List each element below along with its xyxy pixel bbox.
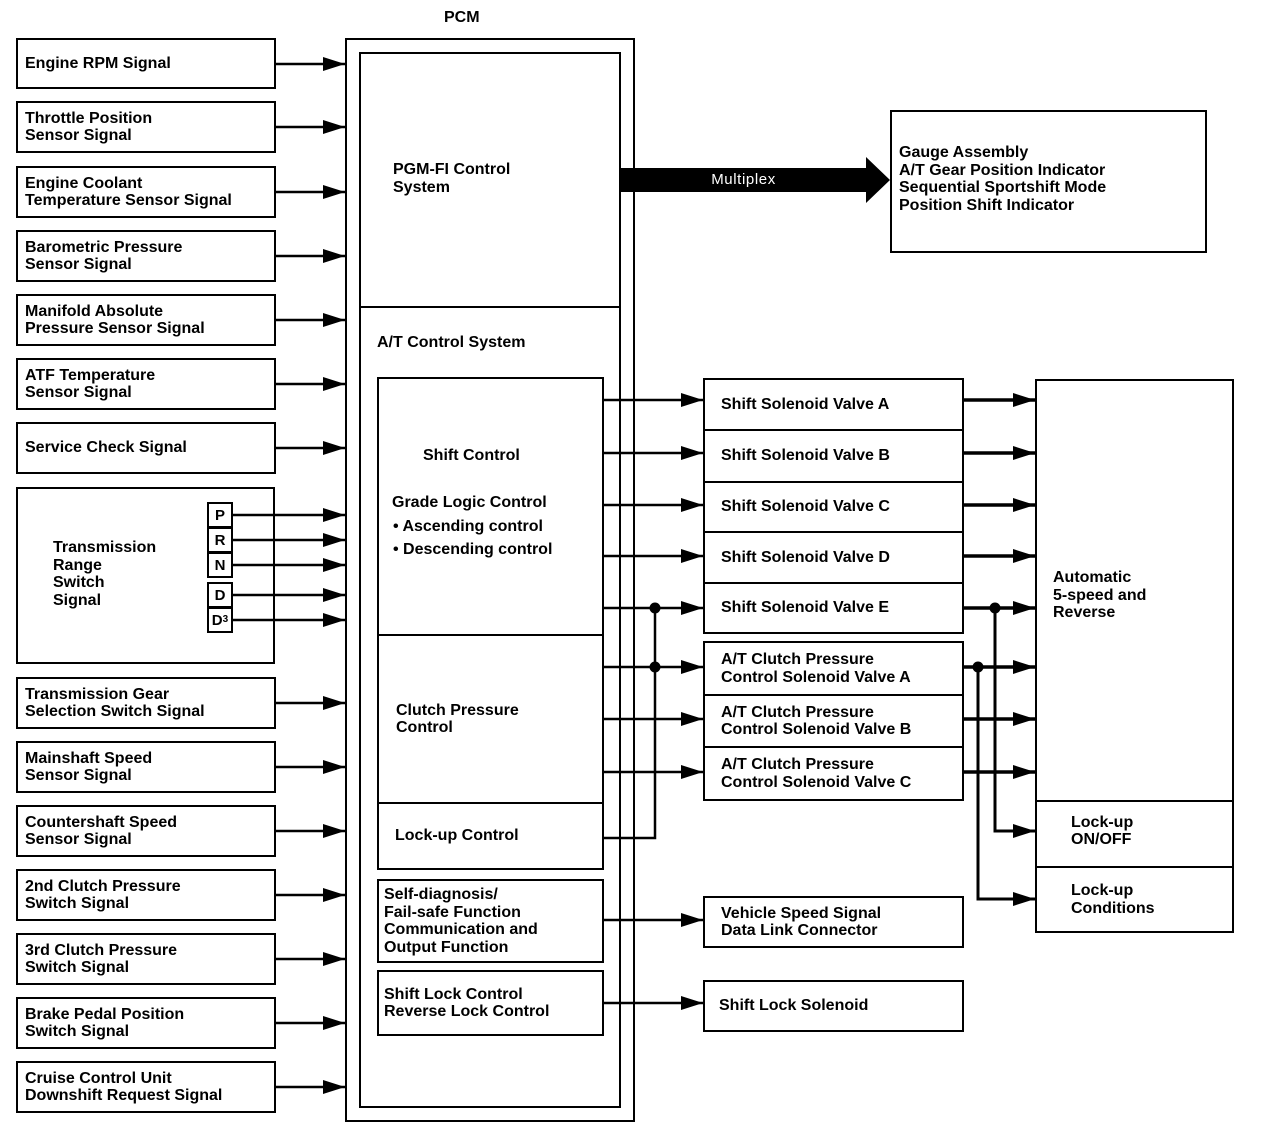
input-service-check-signal: Service Check Signal <box>16 422 276 474</box>
shift-lock-solenoid-label: Shift Lock Solenoid <box>719 997 869 1015</box>
grade-logic-control-label: Grade Logic Control <box>392 494 547 511</box>
shift-lock-solenoid-box: Shift Lock Solenoid <box>703 980 964 1032</box>
shift-solenoid-valve-c-label: Shift Solenoid Valve C <box>721 498 890 516</box>
junction-dot-lockup-clutch-a <box>649 661 661 673</box>
input-2nd-clutch-pressure-label: 2nd Clutch Pressure Switch Signal <box>25 877 181 913</box>
input-throttle-position-label: Throttle Position Sensor Signal <box>25 109 153 145</box>
gauge-assembly-label: Gauge Assembly A/T Gear Position Indicat… <box>899 144 1107 214</box>
input-cruise-control-signal: Cruise Control Unit Downshift Request Si… <box>16 1061 276 1113</box>
shift-solenoid-valve-e: Shift Solenoid Valve E <box>703 582 964 634</box>
input-3rd-clutch-pressure-signal: 3rd Clutch Pressure Switch Signal <box>16 933 276 985</box>
shift-solenoid-valve-e-label: Shift Solenoid Valve E <box>721 599 890 617</box>
clutch-pressure-solenoid-b-label: A/T Clutch Pressure Control Solenoid Val… <box>721 703 912 739</box>
shift-lock-control-label: Shift Lock Control Reverse Lock Control <box>384 985 550 1021</box>
input-brake-pedal-position-signal: Brake Pedal Position Switch Signal <box>16 997 276 1049</box>
input-throttle-position-signal: Throttle Position Sensor Signal <box>16 101 276 153</box>
input-engine-coolant-signal: Engine Coolant Temperature Sensor Signal <box>16 166 276 218</box>
lockup-on-off-box: Lock-up ON/OFF <box>1035 800 1234 868</box>
clutch-pressure-control-box: Clutch Pressure Control <box>377 634 604 804</box>
wire-to-lockup-on-off <box>993 608 1035 838</box>
range-position-p: P <box>207 502 233 528</box>
input-engine-rpm-label: Engine RPM Signal <box>25 54 171 72</box>
input-brake-pedal-position-label: Brake Pedal Position Switch Signal <box>25 1005 185 1041</box>
lockup-conditions-label: Lock-up Conditions <box>1071 882 1155 917</box>
shift-solenoid-valve-c: Shift Solenoid Valve C <box>703 481 964 533</box>
shift-solenoid-valve-d: Shift Solenoid Valve D <box>703 531 964 584</box>
multiplex-label: Multiplex <box>711 171 776 188</box>
shift-solenoid-valve-b: Shift Solenoid Valve B <box>703 429 964 483</box>
input-cruise-control-label: Cruise Control Unit Downshift Request Si… <box>25 1069 223 1105</box>
range-position-d: D <box>207 582 233 608</box>
input-engine-rpm-signal: Engine RPM Signal <box>16 38 276 89</box>
junction-dot-lockup-e <box>649 602 661 614</box>
lockup-conditions-box: Lock-up Conditions <box>1035 866 1234 933</box>
junction-dot-lockup-conditions <box>972 661 984 673</box>
pgmfi-control-label: PGM-FI Control System <box>393 161 511 196</box>
self-diagnosis-box: Self-diagnosis/ Fail-safe Function Commu… <box>377 879 604 963</box>
clutch-pressure-solenoid-c-label: A/T Clutch Pressure Control Solenoid Val… <box>721 756 912 791</box>
vehicle-speed-signal-box: Vehicle Speed Signal Data Link Connector <box>703 896 964 948</box>
shift-solenoid-valve-a: Shift Solenoid Valve A <box>703 378 964 431</box>
range-position-n: N <box>207 552 233 578</box>
self-diagnosis-label: Self-diagnosis/ Fail-safe Function Commu… <box>384 886 538 956</box>
lockup-control-label: Lock-up Control <box>395 827 519 845</box>
input-mainshaft-speed-signal: Mainshaft Speed Sensor Signal <box>16 741 276 793</box>
wire-to-lockup-conditions <box>976 667 1035 906</box>
input-transmission-range-switch: Transmission Range Switch Signal <box>16 487 275 664</box>
clutch-pressure-solenoid-a: A/T Clutch Pressure Control Solenoid Val… <box>703 641 964 696</box>
lockup-control-box: Lock-up Control <box>377 802 604 870</box>
automatic-transmission-label: Automatic 5-speed and Reverse <box>1053 569 1147 622</box>
input-mainshaft-speed-label: Mainshaft Speed Sensor Signal <box>25 749 153 785</box>
shift-lock-control-box: Shift Lock Control Reverse Lock Control <box>377 970 604 1036</box>
input-manifold-absolute-label: Manifold Absolute Pressure Sensor Signal <box>25 302 205 338</box>
input-countershaft-speed-label: Countershaft Speed Sensor Signal <box>25 813 178 849</box>
ascending-control-item: • Ascending control <box>393 518 543 535</box>
range-position-r: R <box>207 527 233 553</box>
input-3rd-clutch-pressure-label: 3rd Clutch Pressure Switch Signal <box>25 941 178 977</box>
shift-control-label: Shift Control <box>423 447 520 464</box>
shift-solenoid-valve-b-label: Shift Solenoid Valve B <box>721 447 890 465</box>
shift-solenoid-valve-d-label: Shift Solenoid Valve D <box>721 548 890 566</box>
input-manifold-absolute-signal: Manifold Absolute Pressure Sensor Signal <box>16 294 276 346</box>
input-barometric-pressure-label: Barometric Pressure Sensor Signal <box>25 238 183 274</box>
shift-solenoid-valve-a-label: Shift Solenoid Valve A <box>721 395 890 413</box>
clutch-pressure-solenoid-c: A/T Clutch Pressure Control Solenoid Val… <box>703 746 964 801</box>
lockup-on-off-label: Lock-up ON/OFF <box>1071 813 1134 849</box>
input-service-check-label: Service Check Signal <box>25 439 187 457</box>
at-control-system-label: A/T Control System <box>377 334 526 351</box>
input-atf-temperature-label: ATF Temperature Sensor Signal <box>25 366 156 402</box>
input-transmission-range-label: Transmission Range Switch Signal <box>53 539 157 609</box>
clutch-pressure-solenoid-b: A/T Clutch Pressure Control Solenoid Val… <box>703 694 964 748</box>
automatic-transmission-box: Automatic 5-speed and Reverse <box>1035 379 1234 802</box>
input-2nd-clutch-pressure-signal: 2nd Clutch Pressure Switch Signal <box>16 869 276 921</box>
junction-dot-lockup-on-off <box>989 602 1001 614</box>
pgmfi-control-section <box>359 52 621 308</box>
input-gear-selection-signal: Transmission Gear Selection Switch Signa… <box>16 677 276 729</box>
vehicle-speed-signal-label: Vehicle Speed Signal Data Link Connector <box>721 904 882 940</box>
descending-control-item: • Descending control <box>393 541 553 558</box>
input-atf-temperature-signal: ATF Temperature Sensor Signal <box>16 358 276 410</box>
clutch-pressure-control-label: Clutch Pressure Control <box>396 701 519 737</box>
shift-control-box <box>377 377 604 636</box>
input-barometric-pressure-signal: Barometric Pressure Sensor Signal <box>16 230 276 282</box>
input-engine-coolant-label: Engine Coolant Temperature Sensor Signal <box>25 174 232 210</box>
pcm-title: PCM <box>444 9 480 26</box>
clutch-pressure-solenoid-a-label: A/T Clutch Pressure Control Solenoid Val… <box>721 651 911 686</box>
gauge-assembly-box: Gauge Assembly A/T Gear Position Indicat… <box>890 110 1207 253</box>
input-countershaft-speed-signal: Countershaft Speed Sensor Signal <box>16 805 276 857</box>
input-gear-selection-label: Transmission Gear Selection Switch Signa… <box>25 685 205 721</box>
